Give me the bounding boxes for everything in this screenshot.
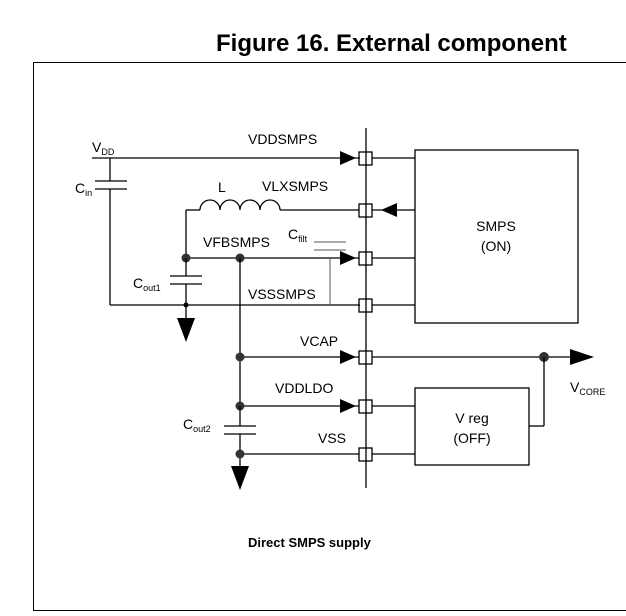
ground-arrow-1 xyxy=(177,318,195,342)
figure-title: Figure 16. External component xyxy=(216,30,567,57)
vreg-block xyxy=(414,387,530,466)
figure-frame xyxy=(33,62,626,611)
vcore-label: VCORE xyxy=(570,379,605,397)
vcap-label: VCAP xyxy=(300,333,338,349)
diagram-caption: Direct SMPS supply xyxy=(248,535,372,550)
inductor-coil xyxy=(199,199,281,211)
vddldo-label: VDDLDO xyxy=(275,380,333,396)
vddsmps-arrow xyxy=(340,151,356,165)
vfbsmps-label: VFBSMPS xyxy=(203,234,270,250)
vfbsmps-arrow xyxy=(340,251,356,265)
vreg-label: V reg xyxy=(455,410,488,426)
vdd-label: VDD xyxy=(92,139,115,157)
vlxsmps-label: VLXSMPS xyxy=(262,178,328,194)
smps-state: (ON) xyxy=(481,238,511,254)
vddsmps-label: VDDSMPS xyxy=(248,131,317,147)
vsssmps-label: VSSSMPS xyxy=(248,286,316,302)
vlxsmps-arrow xyxy=(381,203,397,217)
cout2-label: Cout2 xyxy=(183,416,211,434)
smps-label: SMPS xyxy=(476,218,516,234)
ground-arrow-2 xyxy=(231,466,249,490)
node-dot-vcap xyxy=(235,352,245,362)
vss-label: VSS xyxy=(318,430,346,446)
inductor-label: L xyxy=(218,179,226,195)
node-dot-vss xyxy=(235,449,245,459)
vcore-arrow xyxy=(570,349,594,365)
node-dot-2 xyxy=(183,302,189,308)
vreg-state: (OFF) xyxy=(453,430,490,446)
vddldo-arrow xyxy=(340,399,356,413)
cin-label: Cin xyxy=(75,180,92,198)
cout1-label: Cout1 xyxy=(133,275,161,293)
smps-block xyxy=(414,149,579,324)
vcap-arrow xyxy=(340,350,356,364)
cfilt-label: Cfilt xyxy=(288,226,308,244)
